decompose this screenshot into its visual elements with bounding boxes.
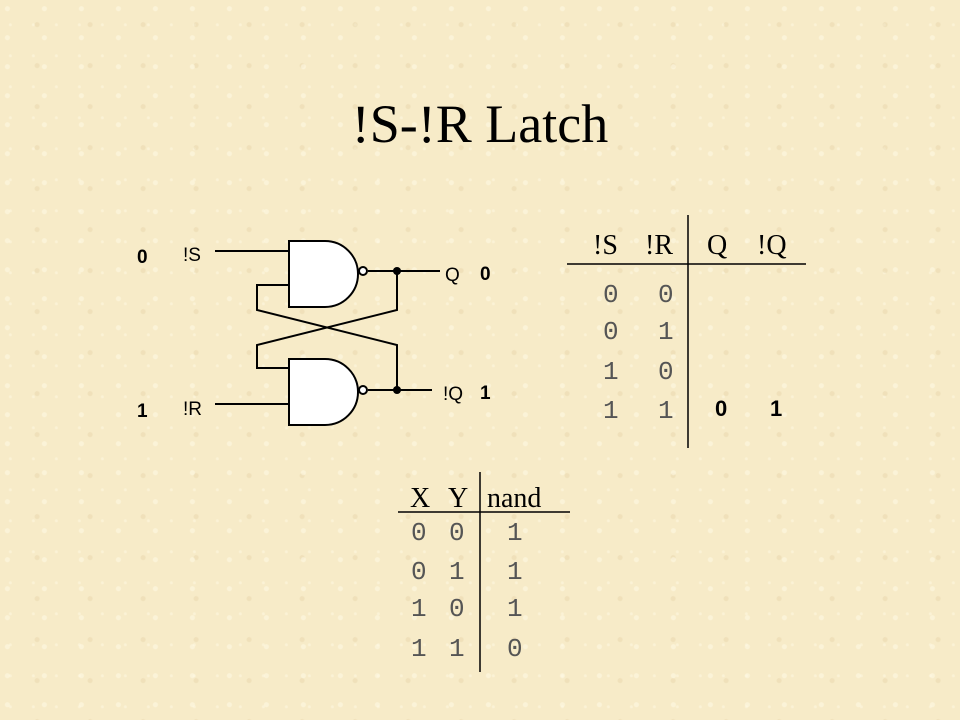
- nand-cell: 1: [449, 634, 465, 664]
- nand-cell: 0: [449, 518, 465, 548]
- latch-cell: 0: [603, 317, 619, 347]
- latch-result-nq: 1: [770, 396, 782, 421]
- latch-result-q: 0: [715, 396, 727, 421]
- nand-cell: 1: [411, 594, 427, 624]
- q-label: Q: [445, 265, 460, 286]
- latch-cell: 1: [603, 396, 619, 426]
- page-title: !S-!R Latch: [351, 94, 609, 154]
- nand-cell: 1: [507, 518, 523, 548]
- nand-header-y: Y: [448, 483, 468, 514]
- s-value: 0: [137, 247, 148, 268]
- latch-truth-table: !S !R Q !Q 0 0 0 1 1 0 1 1 0 1: [567, 215, 806, 448]
- nand-cell: 1: [449, 557, 465, 587]
- nand-cell: 0: [411, 518, 427, 548]
- nand-cell: 0: [449, 594, 465, 624]
- nand-cell: 1: [507, 557, 523, 587]
- nq-value: 1: [480, 383, 491, 404]
- latch-header-nq: !Q: [757, 230, 787, 261]
- latch-cell: 1: [603, 357, 619, 387]
- s-label: !S: [183, 245, 201, 266]
- nand-gate-bottom: [288, 358, 368, 426]
- junction-dot-q: [393, 267, 401, 275]
- latch-cell: 0: [603, 280, 619, 310]
- junction-dot-nq: [393, 386, 401, 394]
- nand-header-nand: nand: [487, 483, 541, 514]
- latch-cell: 0: [658, 280, 674, 310]
- nand-cell: 0: [507, 634, 523, 664]
- latch-header-r: !R: [645, 230, 673, 261]
- latch-header-q: Q: [707, 230, 727, 261]
- latch-cell: 0: [658, 357, 674, 387]
- r-label: !R: [183, 399, 202, 420]
- q-value: 0: [480, 264, 491, 285]
- inverter-bubble-top: [358, 266, 368, 276]
- latch-header-s: !S: [593, 230, 618, 261]
- nand-header-x: X: [410, 483, 430, 514]
- nand-cell: 1: [411, 634, 427, 664]
- nand-truth-table: X Y nand 0 0 1 0 1 1 1 0 1 1 1 0: [398, 472, 570, 672]
- nand-cell: 0: [411, 557, 427, 587]
- nand-gate-top: [288, 240, 368, 308]
- latch-cell: 1: [658, 317, 674, 347]
- nand-cell: 1: [507, 594, 523, 624]
- r-value: 1: [137, 401, 148, 422]
- nq-label: !Q: [443, 384, 463, 405]
- inverter-bubble-bottom: [358, 385, 368, 395]
- latch-cell: 1: [658, 396, 674, 426]
